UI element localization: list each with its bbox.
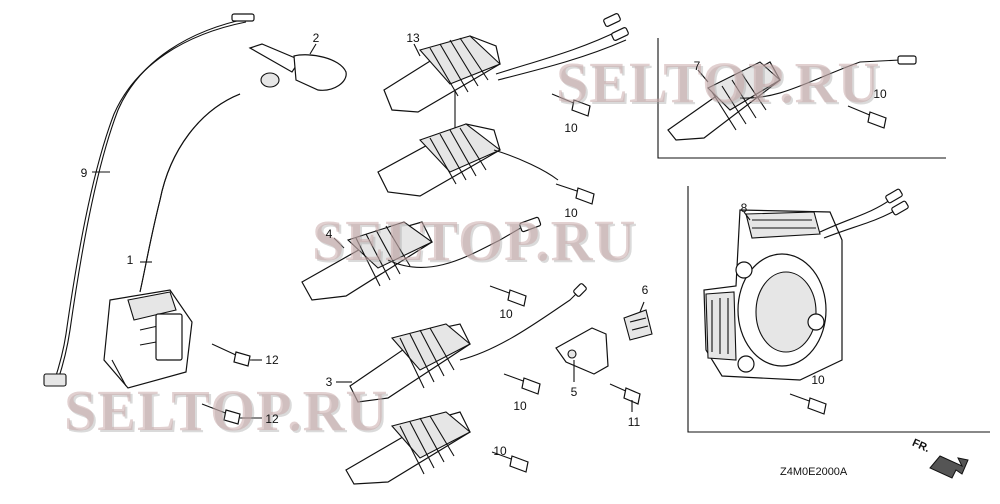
callout-10-f: 10 bbox=[811, 373, 825, 387]
callout-12-a: 12 bbox=[265, 353, 279, 367]
coil-module-13-lower bbox=[377, 123, 559, 197]
part-3-pulser-coil-lower bbox=[345, 411, 471, 485]
diagram-code: Z4M0E2000A bbox=[780, 466, 848, 478]
callout-1: 1 bbox=[126, 253, 134, 267]
callout-3: 3 bbox=[325, 375, 333, 389]
inset-frame-top bbox=[657, 38, 946, 159]
coil-module-13 bbox=[383, 13, 629, 128]
callout-10-a: 10 bbox=[564, 121, 578, 135]
part-9-wire-harness bbox=[43, 13, 255, 387]
callout-10-d: 10 bbox=[499, 307, 513, 321]
callout-10-e: 10 bbox=[513, 399, 527, 413]
part-3-pulser-coil bbox=[349, 283, 587, 403]
callout-9: 9 bbox=[80, 166, 88, 180]
callout-5: 5 bbox=[570, 385, 578, 399]
part-1-ignition-coil bbox=[103, 93, 241, 389]
leader-lines bbox=[92, 43, 751, 419]
part-2-plug-cap bbox=[248, 43, 347, 91]
callout-8: 8 bbox=[740, 201, 748, 215]
part-4-charge-coil bbox=[301, 216, 542, 301]
part-6-grommet bbox=[623, 309, 653, 341]
part-8-stator bbox=[703, 188, 909, 381]
watermark-middle: SELTOP.RU bbox=[312, 208, 637, 273]
callout-11: 11 bbox=[627, 415, 641, 429]
callout-2: 2 bbox=[312, 31, 320, 45]
callout-12-b: 12 bbox=[265, 412, 279, 426]
watermark-top: SELTOP.RU bbox=[556, 50, 881, 115]
callout-10-b: 10 bbox=[564, 206, 578, 220]
part-10-bolts bbox=[489, 93, 887, 473]
callout-13: 13 bbox=[406, 31, 420, 45]
callout-7: 7 bbox=[693, 59, 701, 73]
fr-arrow bbox=[929, 455, 969, 479]
part-5-bracket bbox=[555, 327, 609, 375]
callout-6: 6 bbox=[641, 283, 649, 297]
callout-10-c: 10 bbox=[873, 87, 887, 101]
inset-frame-bottom bbox=[687, 186, 990, 433]
callout-10-g: 10 bbox=[493, 444, 507, 458]
watermark-bottom: SELTOP.RU bbox=[64, 378, 389, 443]
callout-4: 4 bbox=[325, 227, 333, 241]
part-7-exciter-coil bbox=[667, 55, 917, 141]
